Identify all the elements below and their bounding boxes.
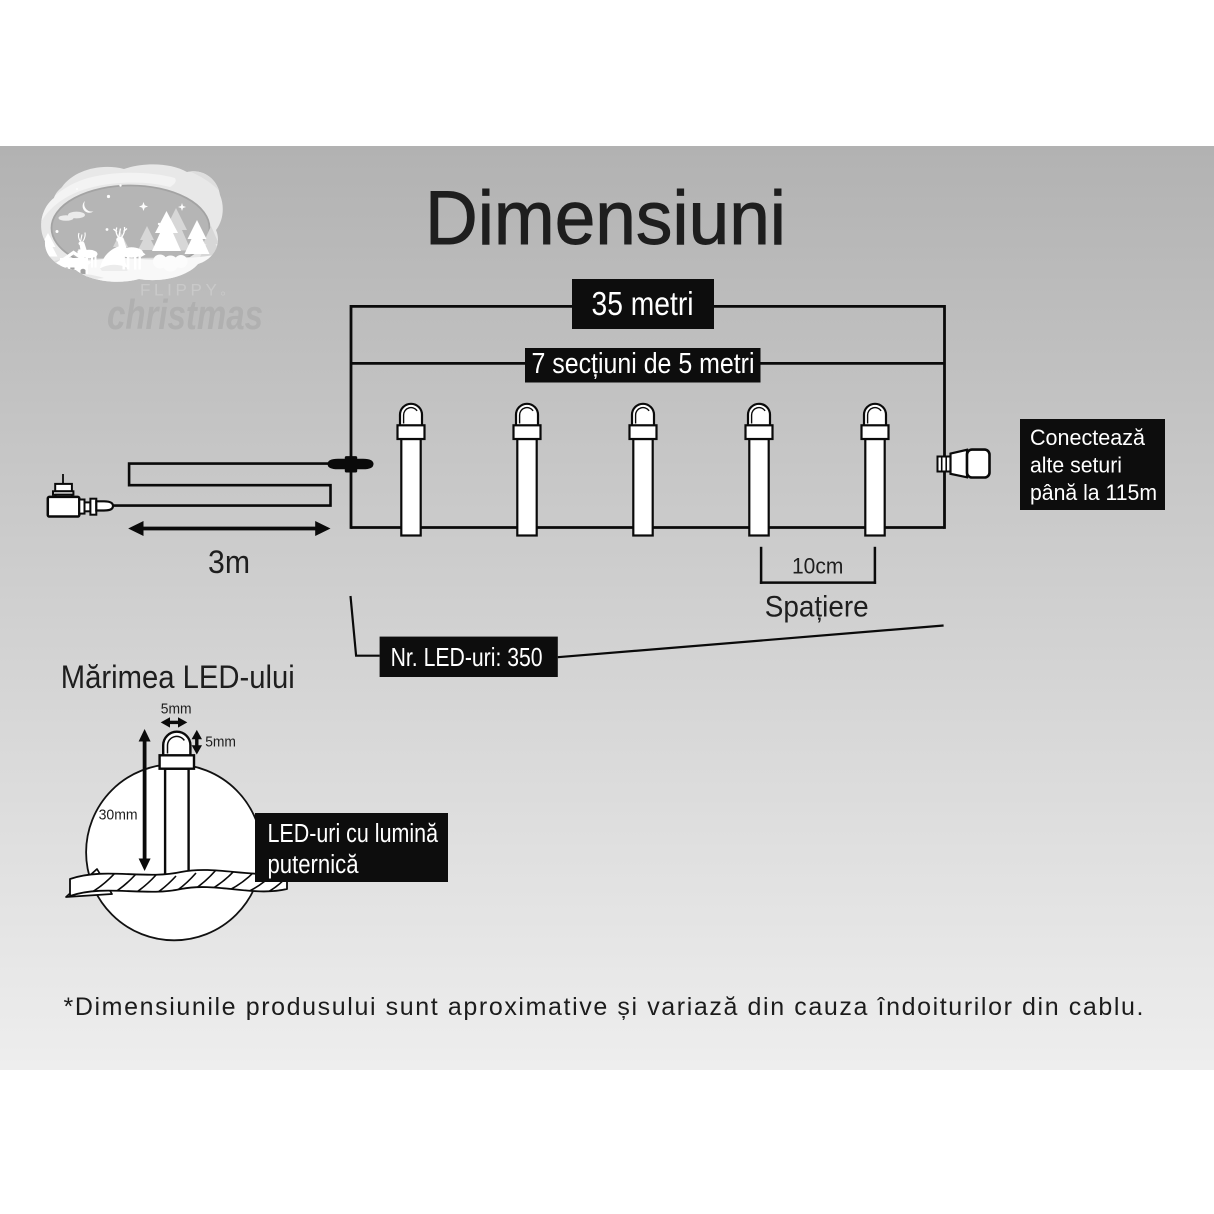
svg-text:5mm: 5mm <box>205 735 236 751</box>
svg-text:3m: 3m <box>208 544 250 580</box>
svg-text:10cm: 10cm <box>792 553 843 578</box>
svg-text:Mărimea LED-ului: Mărimea LED-ului <box>61 659 295 695</box>
svg-text:7 secțiuni de 5 metri: 7 secțiuni de 5 metri <box>532 348 755 380</box>
svg-text:Nr. LED-uri: 350: Nr. LED-uri: 350 <box>391 642 543 672</box>
svg-text:Dimensiuni: Dimensiuni <box>425 176 786 261</box>
svg-text:*Dimensiunile produsului sunt: *Dimensiunile produsului sunt aproximati… <box>64 993 1144 1021</box>
svg-text:alte seturi: alte seturi <box>1030 453 1122 478</box>
svg-text:5mm: 5mm <box>161 701 192 717</box>
svg-text:35 metri: 35 metri <box>592 285 694 322</box>
svg-text:LED-uri cu lumină: LED-uri cu lumină <box>268 820 439 848</box>
svg-text:Conectează: Conectează <box>1030 425 1145 450</box>
svg-text:FLIPPY: FLIPPY <box>140 281 220 300</box>
svg-text:christmas: christmas <box>107 291 263 338</box>
svg-text:până la 115m: până la 115m <box>1030 480 1157 505</box>
svg-text:Spațiere: Spațiere <box>765 591 869 624</box>
svg-text:30mm: 30mm <box>99 806 138 823</box>
svg-text:puternică: puternică <box>268 851 360 879</box>
